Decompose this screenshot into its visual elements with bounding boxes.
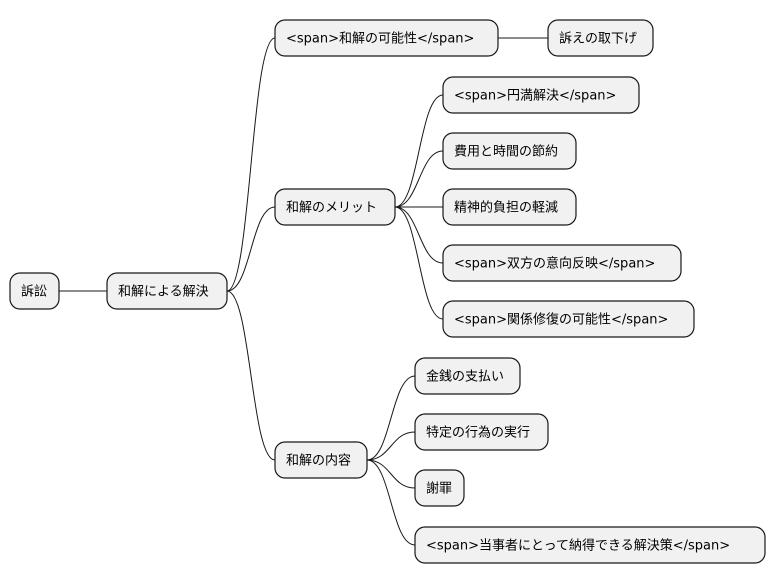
node-box bbox=[442, 188, 577, 226]
node-label: 和解のメリット bbox=[286, 201, 377, 216]
node-box bbox=[414, 469, 465, 507]
node-box bbox=[414, 357, 521, 395]
node-n4: 和解のメリット bbox=[274, 188, 396, 226]
node-n5: <span>円満解決</span> bbox=[442, 76, 640, 114]
node-label: 訴訟 bbox=[21, 284, 47, 300]
link-n10-n13 bbox=[366, 459, 416, 489]
node-box bbox=[442, 244, 682, 282]
node-n3: 訴えの取下げ bbox=[547, 19, 654, 57]
node-label: 金銭の支払い bbox=[426, 369, 504, 385]
node-label: 訴えの取下げ bbox=[559, 31, 637, 47]
node-box bbox=[274, 188, 396, 226]
node-box bbox=[274, 441, 368, 479]
node-n12: 特定の行為の実行 bbox=[414, 413, 549, 451]
node-box bbox=[9, 272, 60, 310]
node-box bbox=[274, 19, 499, 57]
node-n6: 費用と時間の節約 bbox=[442, 132, 577, 170]
node-box bbox=[106, 272, 228, 310]
node-label: <span>双方の意向反映</span> bbox=[454, 256, 655, 272]
link-n1-n4 bbox=[226, 206, 276, 292]
link-n4-n8 bbox=[394, 206, 444, 264]
node-label: <span>和解の可能性</span> bbox=[286, 32, 474, 47]
node-label: 謝罪 bbox=[426, 482, 452, 497]
node-box bbox=[442, 76, 640, 114]
node-box bbox=[414, 413, 549, 451]
node-label: 和解による解決 bbox=[118, 285, 209, 300]
node-box bbox=[547, 19, 654, 57]
mindmap-links bbox=[58, 37, 548, 546]
link-n10-n14 bbox=[366, 459, 416, 546]
node-root: 訴訟 bbox=[9, 272, 60, 310]
node-label: 精神的負担の軽減 bbox=[454, 200, 558, 216]
node-label: <span>当事者にとって納得できる解決策</span> bbox=[426, 538, 730, 554]
node-n11: 金銭の支払い bbox=[414, 357, 521, 395]
node-n13: 謝罪 bbox=[414, 469, 465, 507]
node-n10: 和解の内容 bbox=[274, 441, 368, 479]
node-label: 和解の内容 bbox=[286, 453, 351, 469]
link-n1-n2 bbox=[226, 37, 276, 292]
node-label: 特定の行為の実行 bbox=[426, 425, 530, 441]
link-n1-n10 bbox=[226, 290, 276, 461]
mindmap-nodes: 訴訟 和解による解決 <span>和解の可能性</span> 訴えの取下げ和解のメリッ… bbox=[9, 19, 766, 564]
node-label: <span>円満解決</span> bbox=[454, 89, 616, 104]
link-n4-n6 bbox=[394, 150, 444, 208]
node-label: <span>関係修復の可能性</span> bbox=[454, 312, 668, 328]
node-n7: 精神的負担の軽減 bbox=[442, 188, 577, 226]
node-n1: 和解による解決 bbox=[106, 272, 228, 310]
link-n4-n5 bbox=[394, 94, 444, 208]
node-box bbox=[414, 526, 766, 564]
node-n2: <span>和解の可能性</span> bbox=[274, 19, 499, 57]
node-label: 費用と時間の節約 bbox=[454, 145, 558, 160]
link-n10-n11 bbox=[366, 375, 416, 461]
link-n10-n12 bbox=[366, 431, 416, 461]
node-n14: <span>当事者にとって納得できる解決策</span> bbox=[414, 526, 766, 564]
node-box bbox=[442, 300, 695, 338]
node-box bbox=[442, 132, 577, 170]
node-n9: <span>関係修復の可能性</span> bbox=[442, 300, 695, 338]
node-n8: <span>双方の意向反映</span> bbox=[442, 244, 682, 282]
link-n4-n9 bbox=[394, 206, 444, 320]
